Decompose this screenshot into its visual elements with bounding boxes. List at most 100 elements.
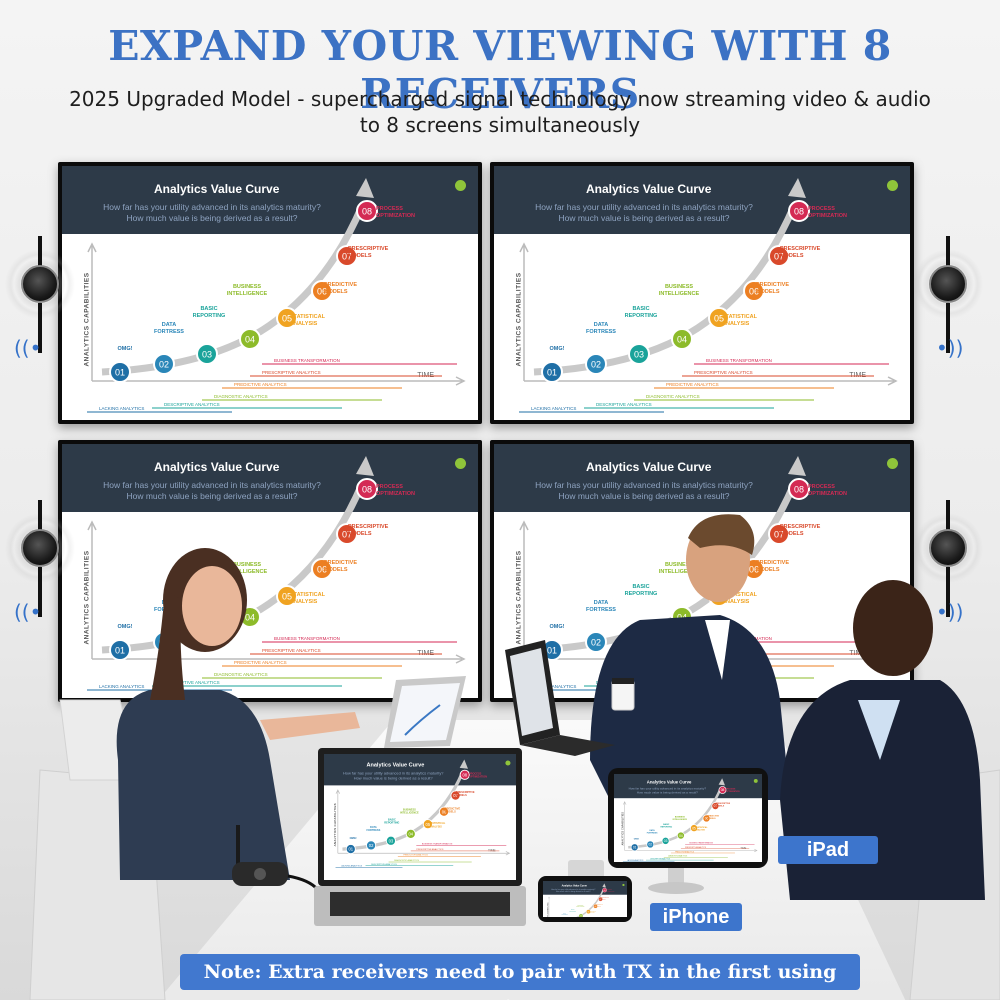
- slide-y-axis-arrow: [87, 242, 97, 381]
- receiver-left-bottom: ((•: [0, 500, 80, 624]
- slide-step-label: DATA FORTRESS: [561, 912, 568, 916]
- slide-step-label: STATISTICAL ANALYSIS: [589, 910, 597, 914]
- slide-step-circle: [366, 840, 377, 851]
- slide-step-circle: [336, 523, 358, 545]
- slide-step-label: PROCESS OPTIMIZATION: [808, 206, 848, 219]
- slide-step-circle: [109, 361, 131, 383]
- slide-step-circle: [356, 478, 378, 500]
- slide-step-number: 01: [348, 847, 353, 852]
- slide-curve-arrowhead: [356, 178, 374, 198]
- slide-x-axis-arrow: [92, 376, 466, 386]
- slide-question: How far has your utility advanced in its…: [342, 770, 444, 781]
- slide-step-label: BUSINESS INTELLIGENCE: [658, 284, 700, 297]
- slide-step-label: STATISTICAL ANALYSIS: [722, 314, 757, 327]
- slide-step-label: PREDICTIVE MODELS: [444, 807, 461, 814]
- slide-analytics-label: BUSINESS TRANSFORMATION: [274, 636, 340, 641]
- slide-step-number: 03: [389, 838, 394, 843]
- slide-analytics-label: PRESCRIPTIVE ANALYTICS: [694, 370, 753, 375]
- slide-curve-arrowhead: [718, 778, 725, 786]
- slide-step-label: PREDICTIVE MODELS: [324, 560, 358, 573]
- slide-step-number: 06: [317, 565, 327, 575]
- slide-step-circle: [422, 819, 433, 830]
- slide-step-label: BASIC REPORTING: [384, 818, 400, 825]
- slide-step-circle: [671, 328, 693, 350]
- slide-step-number: 08: [721, 788, 725, 792]
- slide-step-number: 08: [462, 772, 467, 777]
- slide-step-circle: [788, 200, 810, 222]
- slide-curve-arrowhead: [602, 883, 606, 888]
- slide-step-label: BUSINESS INTELLIGENCE: [576, 904, 585, 908]
- iphone-label: iPhone: [650, 903, 742, 931]
- slide-analytics-label: LACKING ANALYTICS: [627, 859, 644, 862]
- slide-question: How far has your utility advanced in its…: [103, 202, 321, 223]
- slide-step-label: BASIC REPORTING: [624, 584, 658, 597]
- slide-step-circle: [276, 585, 298, 607]
- slide-title: Analytics Value Curve: [561, 884, 587, 888]
- slide-analytics-label: DESCRIPTIVE ANALYTICS: [371, 862, 397, 866]
- slide-header-band: [494, 166, 910, 234]
- slide-step-number: 08: [362, 485, 372, 495]
- slide-step-number: 02: [369, 843, 374, 848]
- slide-curve-arrowhead: [459, 759, 468, 769]
- slide-step-number: 02: [649, 843, 653, 847]
- slide-step-circle: [585, 631, 607, 653]
- slide-step-number: 08: [794, 207, 804, 217]
- subheadline: 2025 Upgraded Model - supercharged signa…: [69, 87, 931, 137]
- man-center-figure: [590, 615, 790, 800]
- slide-question: How far has your utility advanced in its…: [535, 480, 753, 501]
- slide-step-circle: [702, 814, 711, 823]
- slide-title: Analytics Value Curve: [154, 460, 280, 474]
- slide-step-number: 04: [677, 335, 687, 345]
- slide-step-number: 03: [202, 350, 212, 360]
- slide-step-circle: [109, 639, 131, 661]
- slide-step-number: 08: [604, 890, 606, 892]
- slide-logo-icon: [887, 180, 898, 191]
- slide-y-axis-arrow: [548, 896, 551, 917]
- slide-header-band: [62, 166, 478, 234]
- slide-step-number: 07: [600, 899, 602, 901]
- slide-step-label: BUSINESS INTELLIGENCE: [400, 808, 419, 815]
- slide-x-axis-arrow: [337, 851, 511, 856]
- slide-question: How far has your utility advanced in its…: [551, 888, 596, 893]
- slide-step-label: BUSINESS INTELLIGENCE: [226, 562, 268, 575]
- slide-step-label: PRESCRIPTIVE MODELS: [780, 246, 821, 259]
- slide-step-number: 07: [342, 252, 352, 262]
- slide-analytics-label: BUSINESS TRANSFORMATION: [689, 842, 713, 845]
- slide-step-circle: [153, 353, 175, 375]
- wifi-signal-icon: •)): [936, 600, 964, 624]
- slide-analytics-label: DESCRIPTIVE ANALYTICS: [164, 680, 220, 685]
- slide-step-circle: [459, 769, 470, 780]
- slide-step-label: BASIC REPORTING: [624, 306, 658, 319]
- slide-step-circle: [593, 904, 598, 909]
- slide-analytics-label: PRESCRIPTIVE ANALYTICS: [262, 370, 321, 375]
- slide-step-number: 05: [282, 592, 292, 602]
- slide-step-number: 01: [547, 368, 557, 378]
- slide-analytics-label: DIAGNOSTIC ANALYTICS: [214, 672, 268, 677]
- slide-step-circle: [276, 307, 298, 329]
- slide-logo-icon: [455, 458, 466, 469]
- slide-step-number: 06: [595, 906, 597, 908]
- slide-step-label: PRESCRIPTIVE MODELS: [780, 524, 821, 537]
- slide-logo-icon: [887, 458, 898, 469]
- slide-header-band: [62, 444, 478, 512]
- slide-question: How far has your utility advanced in its…: [103, 480, 321, 501]
- slide-step-number: 06: [442, 809, 447, 814]
- slide-step-number: 06: [705, 817, 709, 821]
- slide-step-label: PROCESS OPTIMIZATION: [606, 889, 615, 892]
- slide-step-label: STATISTICAL ANALYSIS: [722, 592, 757, 605]
- slide-step-label: BUSINESS INTELLIGENCE: [226, 284, 268, 297]
- slide-step-label: BUSINESS INTELLIGENCE: [658, 562, 700, 575]
- slide-step-number: 01: [547, 646, 557, 656]
- slide-analytics-label: LACKING ANALYTICS: [99, 684, 145, 689]
- slide-step-label: STATISTICAL ANALYSIS: [290, 592, 325, 605]
- slide-step-label: PROCESS OPTIMIZATION: [808, 484, 848, 497]
- slide-step-label: DATA FORTRESS: [154, 322, 184, 335]
